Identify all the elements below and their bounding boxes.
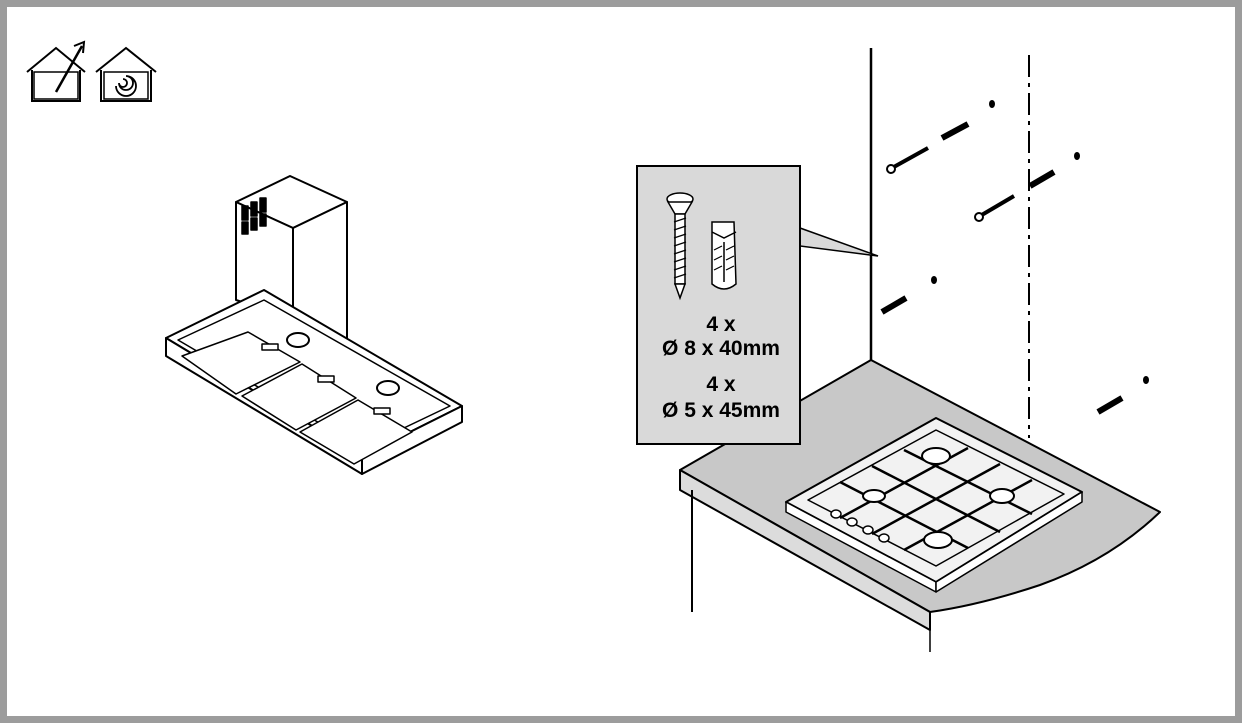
wall-plug-3 (880, 295, 908, 315)
fixings-callout (636, 165, 879, 445)
island-hood-illustration (165, 175, 463, 475)
screw-2 (974, 194, 1016, 222)
gas-hob-illustration (785, 417, 1083, 593)
screw-1 (886, 146, 929, 174)
screw-icon (666, 192, 694, 301)
recirculation-house-icon (95, 46, 157, 102)
spec-1-quantity: 4 x (706, 313, 736, 336)
wall-plug-4 (1096, 395, 1124, 415)
wall-plug-1 (940, 121, 970, 141)
wall-plug-2 (1028, 169, 1056, 189)
spec-1-size: Ø 8 x 40mm (662, 337, 780, 360)
wall-plug-icon (711, 221, 737, 290)
spec-2-size: Ø 5 x 45mm (662, 399, 780, 422)
spec-2-quantity: 4 x (706, 373, 736, 396)
fixing-screws-wall (880, 121, 1124, 415)
drill-holes (931, 100, 1149, 384)
ducted-extraction-house-icon (26, 40, 86, 102)
